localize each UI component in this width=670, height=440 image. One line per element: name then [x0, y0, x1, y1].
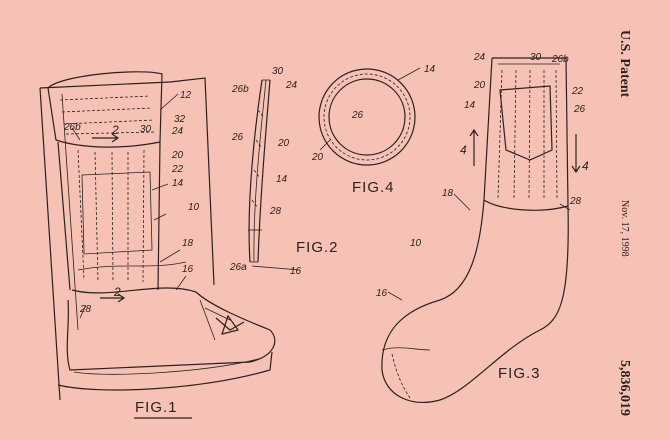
fig1-ref-14: 14: [172, 178, 184, 189]
patent-date: Nov. 17, 1998: [619, 200, 630, 257]
fig4-ref-14: 14: [424, 64, 436, 75]
fig2-ref-26a: 26a: [229, 262, 247, 273]
patent-label: U.S. Patent: [617, 30, 632, 98]
fig2-title: FIG.2: [296, 239, 339, 256]
fig4-ref-26: 26: [351, 110, 364, 121]
fig1-drawing: [39, 71, 276, 419]
fig3-ref-10: 10: [410, 238, 422, 249]
fig1-title: FIG.1: [135, 399, 178, 416]
fig2-ref-28: 28: [269, 206, 282, 217]
fig2-ref-30: 30: [272, 66, 284, 77]
fig3-ref-18: 18: [442, 188, 454, 199]
fig1-ref-24: 24: [171, 126, 184, 137]
fig4-labels: 14 26 20 FIG.4: [311, 64, 436, 196]
fig2-ref-20: 20: [277, 138, 290, 149]
fig1-ref-2-bottom: 2: [113, 285, 121, 299]
fig2-drawing: [248, 79, 301, 271]
fig3-ref-4-right: 4: [582, 159, 589, 173]
fig3-labels: 24 30 26b 20 22 14 26 4 4 18 28 10 16 FI…: [376, 52, 589, 382]
fig2-ref-26: 26: [231, 132, 244, 143]
fig1-ref-28: 28: [79, 304, 92, 315]
fig3-ref-20: 20: [473, 80, 486, 91]
fig3-ref-14: 14: [464, 100, 476, 111]
patent-number: 5,836,019: [617, 360, 632, 416]
fig1-ref-22: 22: [171, 164, 184, 175]
fig1-labels: 12 26b 2 32 30 24 20 22 14 10 18 16 28 2…: [63, 90, 200, 416]
fig1-ref-10: 10: [188, 202, 200, 213]
fig4-title: FIG.4: [352, 179, 395, 196]
fig1-ref-20: 20: [171, 150, 184, 161]
fig3-ref-16: 16: [376, 288, 388, 299]
fig1-ref-16: 16: [182, 264, 194, 275]
fig2-ref-26b: 26b: [231, 84, 249, 95]
fig4-ref-20: 20: [311, 152, 324, 163]
fig3-ref-4-left: 4: [460, 143, 467, 157]
fig3-ref-22: 22: [571, 86, 584, 97]
fig1-ref-12: 12: [180, 90, 192, 101]
fig1-ref-2-top: 2: [111, 123, 119, 137]
fig3-title: FIG.3: [498, 365, 541, 382]
fig2-labels: 30 26b 24 26 20 14 28 26a 16 FIG.2: [229, 66, 339, 277]
fig3-ref-28: 28: [569, 196, 582, 207]
fig2-ref-16: 16: [290, 266, 302, 277]
fig3-ref-30: 30: [530, 52, 542, 63]
fig1-ref-30: 30: [140, 124, 152, 135]
fig3-drawing: [381, 57, 581, 403]
fig4-drawing: [318, 67, 421, 166]
fig1-ref-18: 18: [182, 238, 194, 249]
fig3-ref-26: 26: [573, 104, 586, 115]
fig1-ref-26b: 26b: [63, 122, 81, 133]
fig3-ref-24: 24: [473, 52, 486, 63]
fig2-ref-24: 24: [285, 80, 298, 91]
fig3-ref-26b: 26b: [551, 54, 569, 65]
sock-texture: [59, 95, 157, 135]
fig2-ref-14: 14: [276, 174, 288, 185]
fig1-ref-32: 32: [174, 114, 186, 125]
